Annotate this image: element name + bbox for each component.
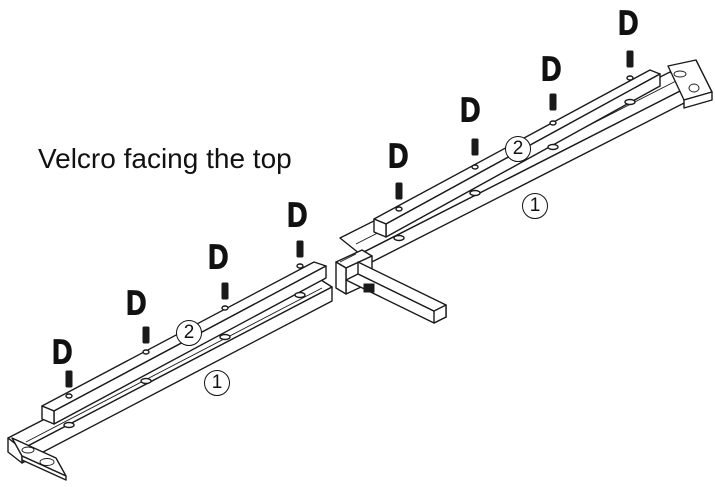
part-callout-rail: 1 — [204, 370, 230, 396]
screw-label-d: D — [387, 137, 410, 177]
center-connector — [335, 249, 447, 324]
screw-label-d: D — [459, 91, 482, 131]
screw-label-d: D — [207, 238, 230, 278]
orientation-note: Velcro facing the top — [38, 143, 292, 174]
part-callout-cleat: 2 — [505, 136, 531, 162]
screw — [219, 282, 231, 341]
left-end-bracket — [11, 437, 67, 481]
part-callout-rail: 1 — [522, 193, 548, 219]
screw — [624, 50, 636, 106]
screw — [469, 138, 481, 197]
screw — [63, 370, 75, 429]
part-callout-cleat: 2 — [176, 320, 202, 346]
screw-label-d: D — [286, 196, 309, 236]
screw — [547, 93, 559, 151]
screw — [294, 240, 306, 299]
screw-set — [63, 50, 636, 429]
screw — [140, 326, 152, 385]
screw — [393, 182, 405, 242]
screw-label-d: D — [617, 4, 640, 44]
screw-label-d: D — [540, 50, 563, 90]
screw-label-d: D — [51, 333, 74, 373]
screw-label-d: D — [125, 284, 148, 324]
right-end-bracket — [667, 59, 713, 109]
